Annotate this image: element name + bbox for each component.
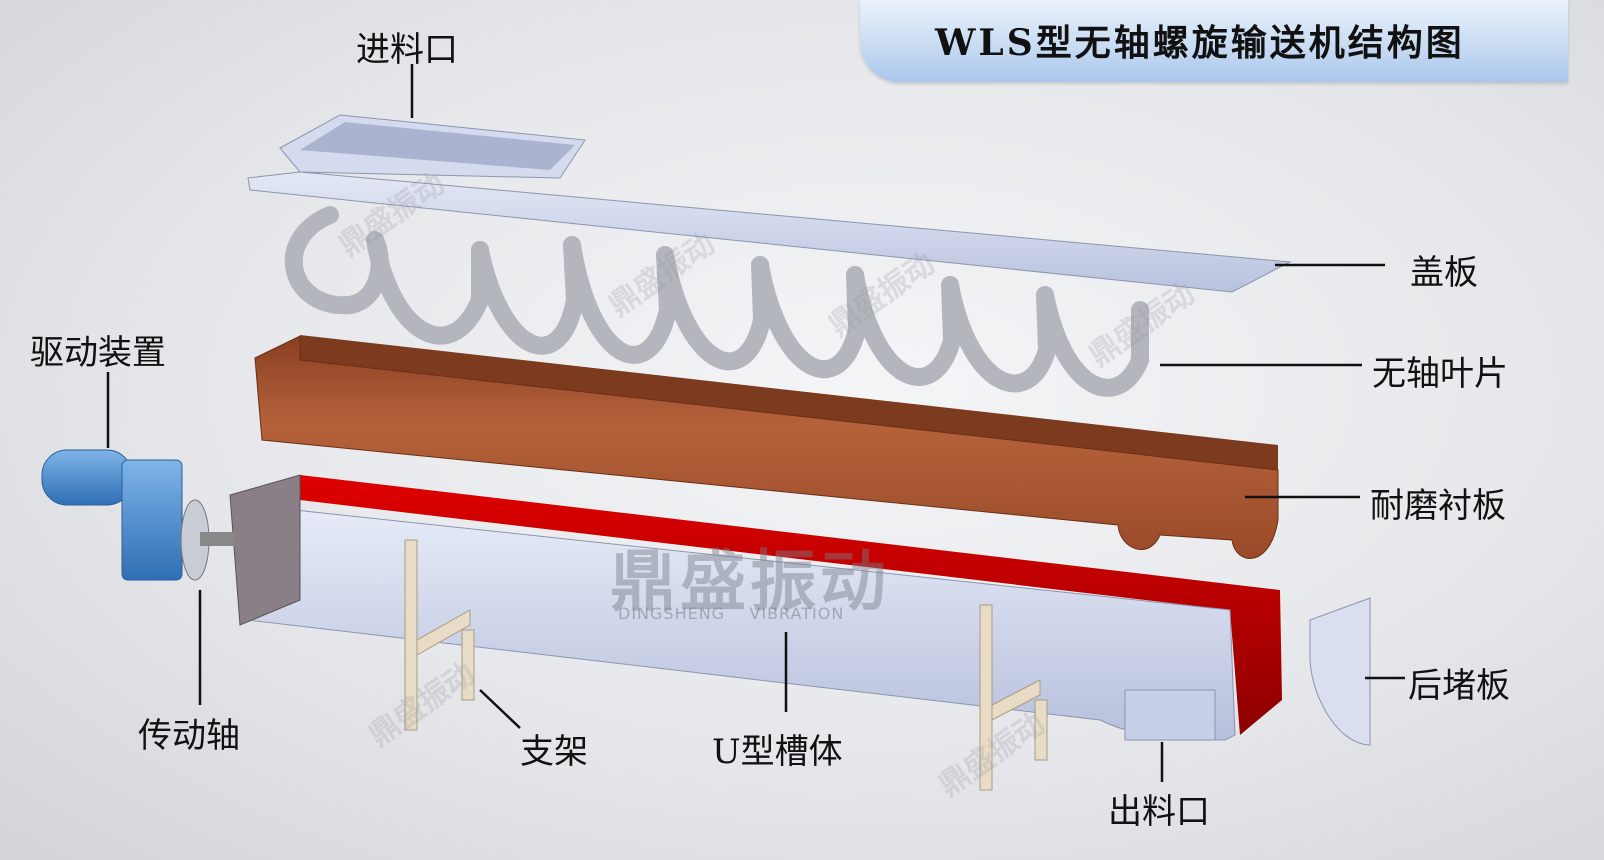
label-end-plate: 后堵板 [1408, 666, 1510, 706]
label-outlet: 出料口 [1108, 792, 1210, 832]
inlet-hopper [279, 114, 586, 179]
drive-unit [41, 449, 235, 581]
leader-lines [106, 64, 1405, 782]
cover-plate [247, 171, 1292, 293]
title-banner: WLS型无轴螺旋输送机结构图 [860, 0, 1568, 82]
label-drive: 驱动装置 [30, 333, 166, 373]
label-trough: U型槽体 [712, 732, 843, 772]
watermark-brand-en: DINGSHENG VIBRATION [618, 604, 845, 623]
label-cover: 盖板 [1410, 253, 1478, 293]
label-blade: 无轴叶片 [1372, 354, 1508, 394]
label-liner: 耐磨衬板 [1370, 486, 1506, 526]
label-inlet: 进料口 [356, 30, 458, 70]
page-title: WLS型无轴螺旋输送机结构图 [935, 22, 1465, 64]
label-support: 支架 [520, 732, 588, 772]
wear-liner [254, 335, 1279, 559]
watermark-brand: 鼎盛振动 [610, 542, 890, 620]
support-legs [404, 539, 1048, 791]
shaftless-screw-blade [284, 206, 1149, 397]
end-plate [1309, 597, 1371, 746]
label-shaft: 传动轴 [138, 716, 240, 756]
